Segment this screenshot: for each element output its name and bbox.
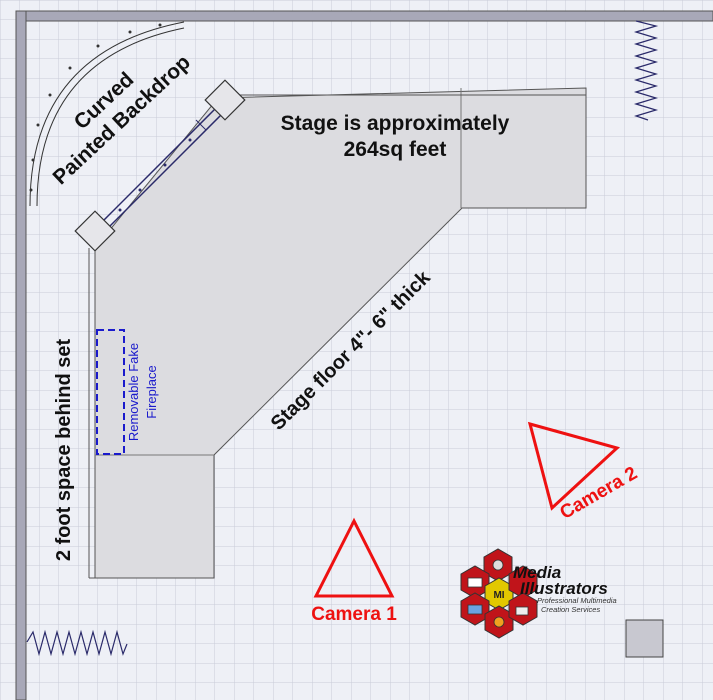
equipment-box [625,619,664,658]
spring-bottom-left [26,629,128,657]
space-behind-label: 2 foot space behind set [53,339,75,562]
camera1-label: Camera 1 [311,604,397,625]
pillar-left [74,210,116,252]
angled-set-wall [95,97,233,235]
media-illustrators-logo: MI Media Illustrators Professional Multi… [460,548,617,639]
fireplace-label-line1: Removable Fake [126,343,141,441]
camera2-icon [527,421,621,511]
fireplace-label-line2: Fireplace [144,365,159,418]
logo-tagline-line1: Professional Multimedia [537,596,617,605]
logo-tagline-line2: Creation Services [541,605,600,614]
camera1-icon [313,517,395,598]
spring-top-right [633,20,659,121]
logo-badge: MI [493,590,504,601]
room-walls [15,10,713,700]
logo-name-line1: Media [513,563,561,582]
stage-area-label-line2: 264sq feet [344,138,447,161]
curved-backdrop [29,21,185,207]
stage-platform [88,87,587,579]
pillar-top [204,79,246,121]
stage-area-label-line1: Stage is approximately [281,112,510,135]
fireplace-outline [96,329,125,455]
logo-name-line2: Illustrators [520,579,608,598]
